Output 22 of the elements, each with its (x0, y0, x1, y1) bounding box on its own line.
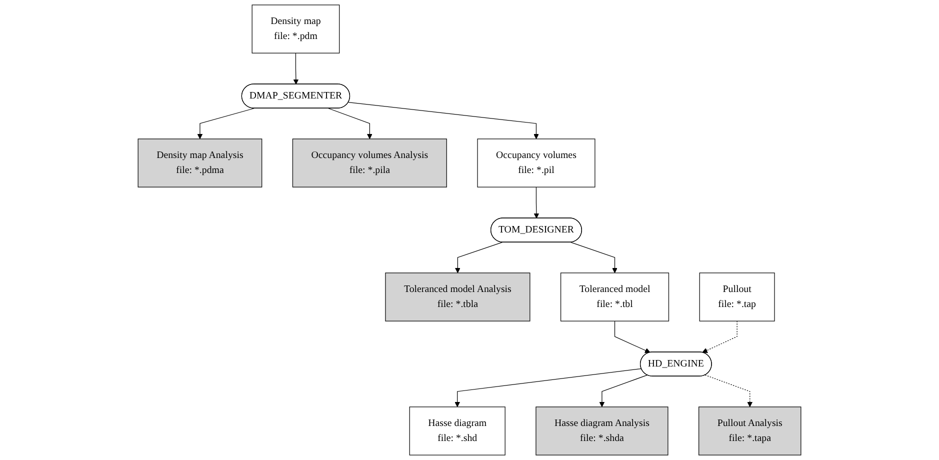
arrow (614, 320, 650, 353)
node-box: Occupancy volumes file: *.pil (477, 138, 596, 188)
node-box: Occupancy volumes Analysis file: *.pila (292, 138, 447, 188)
arrow (599, 374, 648, 408)
arrow (348, 102, 539, 140)
arrow (704, 374, 753, 408)
arrow (534, 186, 540, 219)
arrow (293, 52, 299, 85)
node-box: Toleranced model file: *.tbl (560, 272, 670, 322)
arrow (454, 242, 503, 274)
node-box: Density map Analysis file: *.pdma (138, 138, 262, 188)
arrow (454, 368, 642, 408)
arrow (702, 320, 738, 353)
node-box: Toleranced model Analysis file: *.tbla (385, 272, 530, 322)
node-box: Hasse diagram Analysis file: *.shda (536, 406, 668, 456)
arrow (570, 242, 618, 274)
node-box: Density map file: *.pdm (252, 4, 340, 54)
node-box: Pullout file: *.tap (699, 272, 775, 322)
arrow (328, 108, 372, 140)
node-box: Pullout Analysis file: *.tapa (698, 406, 802, 456)
node-box: Hasse diagram file: *.shd (409, 406, 506, 456)
arrow (197, 108, 254, 140)
